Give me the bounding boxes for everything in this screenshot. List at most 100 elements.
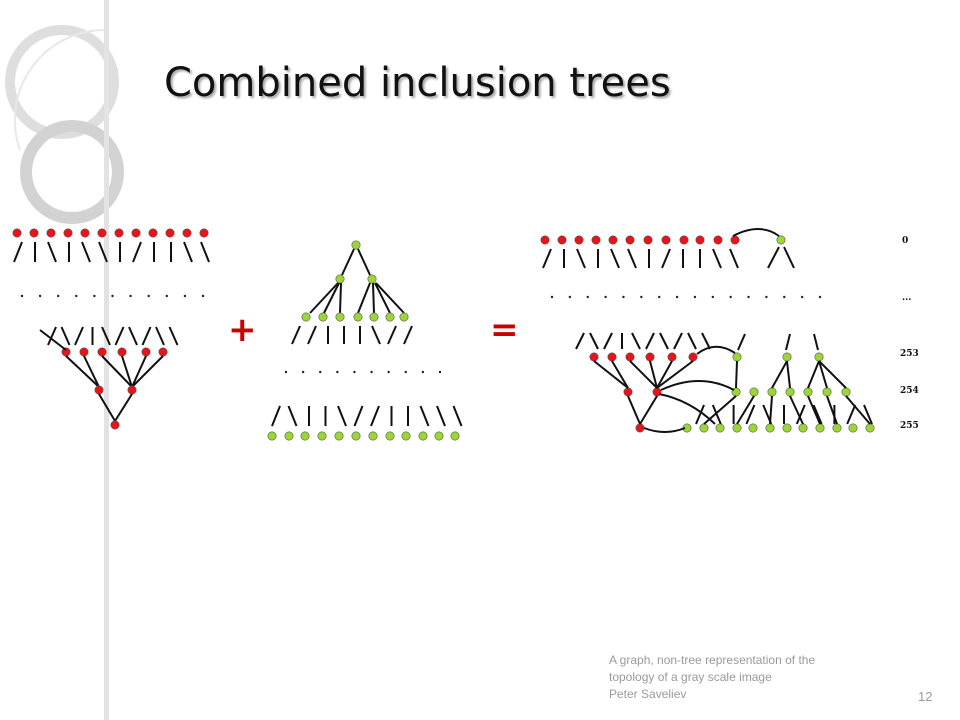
middle-green-tree — [267, 240, 463, 441]
edge — [863, 404, 873, 425]
edge — [83, 355, 100, 388]
ellipsis-dot — [370, 370, 373, 374]
red-node — [12, 228, 22, 238]
ellipsis-dot — [783, 295, 786, 299]
edge — [660, 380, 735, 391]
edge — [101, 355, 133, 388]
red-node — [557, 235, 567, 245]
red-node — [688, 352, 698, 362]
edge — [703, 395, 737, 425]
edge — [732, 228, 780, 237]
red-node — [182, 228, 192, 238]
green-node — [732, 352, 742, 362]
slide-footer: A graph, non-tree representation of the … — [609, 652, 899, 703]
edge — [846, 404, 857, 425]
edge — [627, 395, 641, 425]
ellipsis-dot — [147, 294, 150, 298]
edge — [589, 332, 599, 350]
ellipsis-dot — [640, 295, 643, 299]
edge — [729, 248, 739, 269]
green-node — [815, 423, 825, 433]
edge — [711, 404, 722, 425]
edge — [736, 395, 755, 425]
edge — [65, 355, 100, 388]
left-red-tree — [12, 228, 210, 430]
edge — [128, 326, 138, 346]
ellipsis-dot — [818, 295, 822, 299]
edge — [593, 360, 629, 389]
combined-tree — [540, 228, 875, 433]
level-label-253: 253 — [900, 349, 919, 359]
ellipsis-dot — [711, 295, 714, 299]
green-node — [317, 431, 327, 441]
green-node — [776, 235, 786, 245]
edge — [658, 393, 716, 425]
edge — [767, 246, 780, 269]
ellipsis-dot — [387, 370, 390, 374]
edge — [200, 241, 210, 263]
edge — [576, 248, 586, 269]
ellipsis-dot — [658, 295, 661, 299]
deco-ring-lower — [20, 120, 124, 224]
red-node — [114, 228, 124, 238]
edge — [339, 282, 342, 314]
red-node — [29, 228, 39, 238]
ellipsis-dot — [129, 294, 132, 298]
slide-title: Combined inclusion trees — [164, 60, 671, 106]
ellipsis-dot — [353, 370, 356, 374]
red-node — [63, 228, 73, 238]
red-node — [730, 235, 740, 245]
ellipsis-dot — [765, 295, 768, 299]
edge — [659, 332, 669, 350]
green-node — [822, 387, 832, 397]
red-node — [117, 347, 127, 357]
edge — [47, 241, 57, 263]
green-node — [803, 387, 813, 397]
edge — [826, 395, 838, 425]
edge — [323, 282, 340, 314]
ellipsis-dot — [586, 295, 589, 299]
green-node — [798, 423, 808, 433]
red-node — [158, 347, 168, 357]
footer-line-1: A graph, non-tree representation of the — [609, 653, 816, 667]
ellipsis-dot — [568, 295, 572, 299]
edge — [74, 326, 84, 346]
edge — [131, 355, 164, 388]
green-node — [832, 423, 842, 433]
red-node — [97, 228, 107, 238]
level-label-ellipsis: ... — [902, 293, 912, 303]
edge — [168, 326, 179, 346]
edge — [291, 325, 301, 345]
green-node — [318, 312, 328, 322]
red-node — [591, 235, 601, 245]
edge — [687, 332, 697, 350]
green-node — [334, 431, 344, 441]
edge — [818, 360, 828, 389]
edge — [627, 248, 637, 269]
ellipsis-dot — [800, 295, 804, 299]
red-node — [199, 228, 209, 238]
edge — [114, 326, 125, 346]
edge — [98, 241, 108, 263]
red-node — [643, 235, 653, 245]
green-node — [767, 387, 777, 397]
ellipsis-dot — [622, 295, 625, 299]
ellipsis-dot — [20, 294, 24, 298]
edge — [47, 326, 57, 346]
edge — [307, 325, 317, 345]
edge — [769, 395, 773, 425]
plus-sign: + — [228, 310, 257, 350]
edge — [353, 405, 364, 427]
edge — [114, 393, 133, 422]
ellipsis-dot — [284, 370, 288, 374]
edge — [656, 360, 673, 389]
green-node — [301, 312, 311, 322]
level-label-254: 254 — [900, 386, 919, 396]
deco-arc — [13, 28, 109, 151]
ellipsis-dot — [38, 294, 42, 298]
green-node — [434, 431, 444, 441]
edge — [696, 345, 736, 355]
red-node — [574, 235, 584, 245]
ellipsis-dot — [693, 295, 697, 299]
green-node — [399, 312, 409, 322]
